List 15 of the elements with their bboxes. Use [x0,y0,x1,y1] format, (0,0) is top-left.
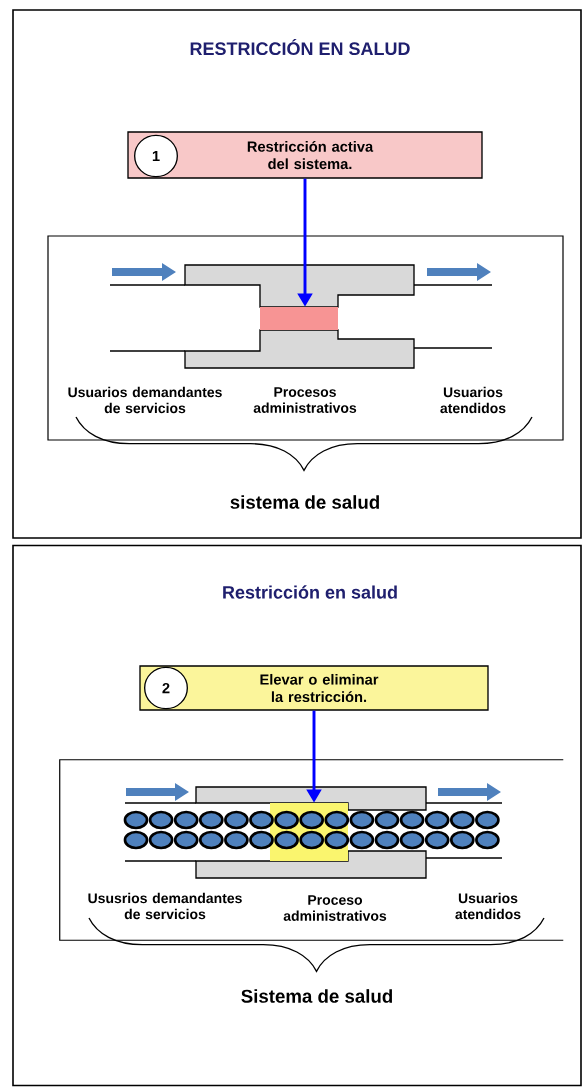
system-box [59,759,564,941]
constriction-zone [260,307,338,330]
slide-panel [12,544,582,1087]
pipe-label: Usuarios demandantes de servicios [68,386,222,414]
pipe-label: Usuarios atendidos [455,892,521,920]
pipe-label: Proceso administrativos [283,895,387,921]
slide-panel [12,9,582,539]
slide-title: RESTRICCIÓN EN SALUD [190,38,410,56]
pipe-label: Procesos administrativos [253,387,357,413]
pipe-label: Usuarios atendidos [440,386,506,414]
system-box [47,235,564,441]
pipe-label: Ususrios demandantes de servicios [88,892,242,920]
brace-caption: Sistema de salud [241,989,392,1003]
brace-caption: sistema de salud [230,495,379,509]
slide-title: Restricción en salud [223,585,397,599]
